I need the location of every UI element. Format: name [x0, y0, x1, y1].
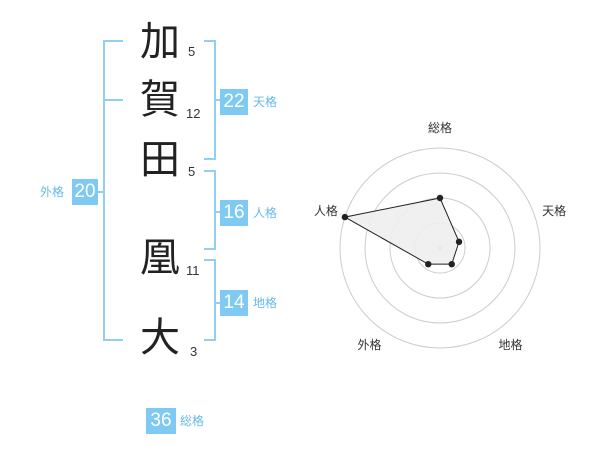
name-char-3: 田 [140, 137, 180, 183]
gaikaku-connector [96, 191, 105, 193]
tenkaku-label: 天格 [253, 95, 278, 109]
name-char-5: 大 [140, 315, 180, 361]
gaikaku-value: 20 [72, 179, 98, 205]
radar-axis-label-4: 外格 [357, 337, 381, 352]
radar-ring-3 [364, 172, 516, 324]
radar-point-4 [425, 260, 432, 268]
radar-axis-label-1: 総格 [428, 120, 452, 135]
radar-point-3 [448, 260, 455, 268]
radar-ring-4 [339, 147, 541, 349]
soukaku-value: 36 [146, 408, 176, 434]
radar-point-1 [436, 194, 444, 202]
stroke-count-3: 5 [188, 164, 196, 179]
jinkaku-connector [214, 211, 222, 213]
chikaku-connector [214, 302, 222, 304]
radar-axis-label-5: 人格 [314, 203, 338, 218]
soukaku-label: 総格 [180, 414, 205, 428]
stroke-count-2: 12 [186, 106, 201, 121]
name-char-4: 凰 [140, 235, 180, 281]
gaikaku-bracket [103, 40, 123, 341]
name-char-1: 加 [140, 19, 180, 65]
jinkaku-label: 人格 [253, 206, 278, 220]
radar-point-5 [341, 213, 349, 221]
jinkaku-bracket [204, 170, 216, 250]
gaikaku-tick [103, 99, 123, 101]
gaikaku-label: 外格 [40, 185, 65, 199]
chikaku-value: 14 [220, 290, 248, 316]
stroke-count-1: 5 [188, 44, 196, 59]
chikaku-bracket [204, 259, 216, 341]
name-char-2: 賀 [140, 77, 180, 123]
radar-axis-label-3: 地格 [499, 337, 523, 352]
radar-axis-label-2: 天格 [542, 203, 566, 218]
chikaku-label: 地格 [253, 296, 278, 310]
tenkaku-value: 22 [220, 89, 248, 115]
radar-series-shape [343, 197, 460, 265]
tenkaku-connector [214, 99, 222, 101]
stroke-count-4: 11 [186, 263, 200, 278]
jinkaku-value: 16 [220, 200, 248, 226]
stroke-count-5: 3 [190, 344, 198, 359]
radar-point-2 [455, 238, 463, 246]
